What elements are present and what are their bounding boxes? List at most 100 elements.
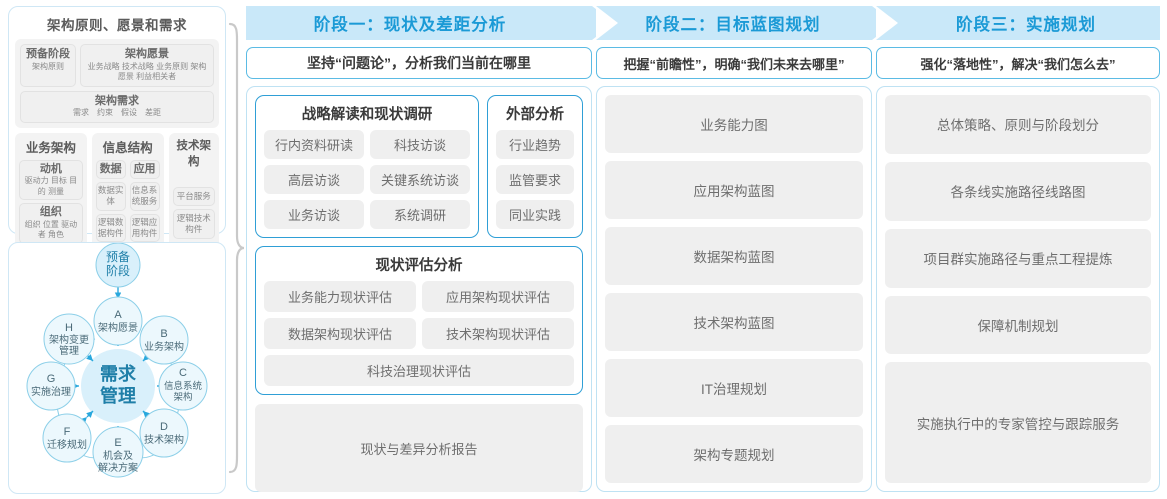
column-title: 业务架构	[25, 140, 76, 155]
phase-2-banner[interactable]: 阶段二：目标蓝图规划	[596, 6, 894, 40]
group-strategy-research: 战略解读和现状调研 行内资料研读 科技访谈 高层访谈 关键系统访谈 业务访谈 系…	[255, 95, 479, 238]
group-title: 外部分析	[506, 107, 564, 123]
svg-text:机会及: 机会及	[103, 449, 133, 462]
svg-text:解决方案: 解决方案	[98, 461, 138, 474]
svg-text:H: H	[65, 322, 73, 334]
togaf-item-logical-tech-component: 逻辑技术构件	[172, 208, 215, 239]
box-body: 驱动力 目标 目的 测量	[24, 176, 78, 196]
chip-item[interactable]: 高层访谈	[264, 165, 364, 194]
svg-text:D: D	[160, 421, 168, 433]
togaf-item-platform-service: 平台服务	[172, 186, 215, 206]
svg-text:预备: 预备	[106, 250, 130, 264]
column-title: 技术架构	[176, 139, 212, 168]
phase-column-1: 阶段一：现状及差距分析 坚持“问题论”，分析我们当前在哪里 战略解读和现状调研 …	[246, 6, 614, 492]
brace-connector	[228, 22, 244, 474]
adm-cycle-panel: 需求 管理 预备 阶段	[8, 242, 226, 494]
togaf-item-organization: 组织 组织 位置 驱动者 角色	[19, 203, 83, 244]
box-head: 应用	[133, 162, 156, 175]
togaf-item-logical-data-component: 逻辑数据构件	[95, 213, 126, 242]
togaf-title: 架构原则、愿景和需求	[47, 18, 187, 33]
column-title: 信息结构	[102, 140, 153, 155]
phase-3-subtitle: 强化“落地性”，解决“我们怎么去”	[876, 47, 1160, 79]
chip-item[interactable]: 系统调研	[370, 200, 470, 229]
phase-1-banner[interactable]: 阶段一：现状及差距分析	[246, 6, 614, 40]
togaf-box-vision: 架构愿景 业务战略 技术战略 业务原则 架构愿景 利益相关者	[80, 44, 214, 87]
phase-3-banner-label: 阶段三：实施规划	[956, 16, 1096, 34]
chip-item[interactable]: 项目群实施路径与重点工程提炼	[885, 228, 1151, 288]
togaf-box-requirements: 架构需求 需求 约束 假设 差距	[20, 90, 214, 123]
chip-item[interactable]: 技术架构蓝图	[605, 293, 863, 351]
togaf-requirements-section: 预备阶段 架构原则 架构愿景 业务战略 技术战略 业务原则 架构愿景 利益相关者…	[15, 39, 219, 128]
chevron-notch-icon	[596, 6, 618, 40]
chip-item[interactable]: IT治理规划	[605, 359, 863, 417]
phase-column-2: 阶段二：目标蓝图规划 把握“前瞻性”，明确“我们未来去哪里” 业务能力图 应用架…	[596, 6, 894, 492]
cycle-node-g	[26, 361, 76, 411]
cycle-node-a	[93, 296, 143, 346]
chip-item[interactable]: 业务能力图	[605, 95, 863, 153]
chip-item[interactable]: 科技访谈	[370, 130, 470, 159]
chip-item[interactable]: 保障机制规划	[885, 295, 1151, 355]
togaf-item-data-entity: 数据实体	[95, 182, 126, 211]
chip-gap-analysis-report[interactable]: 现状与差异分析报告	[255, 404, 583, 492]
adm-cycle-svg: 需求 管理 预备 阶段	[26, 242, 208, 478]
svg-text:C: C	[179, 367, 187, 379]
box-body: 逻辑技术构件	[176, 212, 211, 234]
chip-item[interactable]: 应用架构现状评估	[422, 281, 574, 312]
chip-item[interactable]: 关键系统访谈	[370, 165, 470, 194]
svg-text:架构变更: 架构变更	[49, 333, 89, 346]
chip-item[interactable]: 实施执行中的专家管控与跟踪服务	[885, 362, 1151, 483]
svg-text:业务架构: 业务架构	[144, 340, 184, 353]
phase-3-banner[interactable]: 阶段三：实施规划	[876, 6, 1160, 40]
togaf-item-is-service: 信息系统服务	[129, 182, 160, 211]
cycle-node-f	[42, 413, 92, 463]
phase-2-body: 业务能力图 应用架构蓝图 数据架构蓝图 技术架构蓝图 IT治理规划 架构专题规划	[596, 86, 872, 492]
chip-item[interactable]: 行业趋势	[496, 130, 574, 159]
chevron-notch-icon	[876, 6, 898, 40]
svg-text:管理: 管理	[59, 344, 79, 357]
chip-item[interactable]: 总体策略、原则与阶段划分	[885, 95, 1151, 154]
chip-item[interactable]: 技术架构现状评估	[422, 318, 574, 349]
box-body: 组织 位置 驱动者 角色	[24, 219, 78, 240]
chip-item[interactable]: 行内资料研读	[264, 130, 364, 159]
box-body: 架构原则	[32, 61, 64, 71]
chip-item[interactable]: 业务能力现状评估	[264, 281, 416, 312]
svg-text:信息系统: 信息系统	[164, 380, 203, 392]
cycle-center-line1: 需求	[100, 363, 137, 384]
chip-item-full[interactable]: 科技治理现状评估	[264, 355, 574, 386]
chip-item[interactable]: 同业实践	[496, 200, 574, 229]
phase-1-body: 战略解读和现状调研 行内资料研读 科技访谈 高层访谈 关键系统访谈 业务访谈 系…	[246, 86, 592, 492]
box-head: 组织	[39, 206, 62, 219]
group-current-state-assessment: 现状评估分析 业务能力现状评估 应用架构现状评估 数据架构现状评估 技术架构现状…	[255, 246, 583, 395]
box-body: 需求 约束 假设 差距	[73, 108, 161, 118]
phase-1-subtitle: 坚持“问题论”，分析我们当前在哪里	[246, 47, 592, 79]
svg-text:B: B	[160, 328, 167, 340]
box-body: 逻辑应用构件	[131, 216, 158, 238]
chip-item[interactable]: 数据架构现状评估	[264, 318, 416, 349]
togaf-row-1: 预备阶段 架构原则 架构愿景 业务战略 技术战略 业务原则 架构愿景 利益相关者	[20, 44, 214, 87]
box-head: 动机	[39, 162, 62, 175]
phase-3-body: 总体策略、原则与阶段划分 各条线实施路径线路图 项目群实施路径与重点工程提炼 保…	[876, 86, 1160, 492]
chip-item[interactable]: 数据架构蓝图	[605, 227, 863, 285]
togaf-framework-panel: 架构原则、愿景和需求 预备阶段 架构原则 架构愿景 业务战略 技术战略 业务原则…	[8, 6, 226, 354]
box-head: 架构需求	[95, 94, 139, 107]
chip-item[interactable]: 各条线实施路径线路图	[885, 161, 1151, 221]
togaf-item-motivation: 动机 驱动力 目标 目的 测量	[19, 159, 83, 201]
box-body: 平台服务	[176, 190, 211, 201]
group-title: 现状评估分析	[375, 258, 463, 274]
box-body: 业务战略 技术战略 业务原则 架构愿景 利益相关者	[87, 61, 207, 82]
svg-text:技术架构: 技术架构	[144, 433, 184, 446]
togaf-item-application: 应用	[129, 159, 160, 180]
cycle-node-e	[92, 426, 144, 478]
svg-text:迁移规划: 迁移规划	[47, 438, 87, 451]
svg-text:A: A	[114, 309, 122, 321]
svg-text:G: G	[47, 373, 56, 385]
chip-item[interactable]: 架构专题规划	[605, 425, 863, 483]
box-body: 数据实体	[97, 185, 124, 207]
chip-item[interactable]: 监管要求	[496, 165, 574, 194]
chip-item[interactable]: 业务访谈	[264, 200, 364, 229]
group-external-analysis: 外部分析 行业趋势 监管要求 同业实践	[487, 95, 583, 238]
phase-1-banner-label: 阶段一：现状及差距分析	[313, 16, 507, 34]
box-head: 数据	[99, 162, 122, 175]
chip-item[interactable]: 应用架构蓝图	[605, 161, 863, 219]
